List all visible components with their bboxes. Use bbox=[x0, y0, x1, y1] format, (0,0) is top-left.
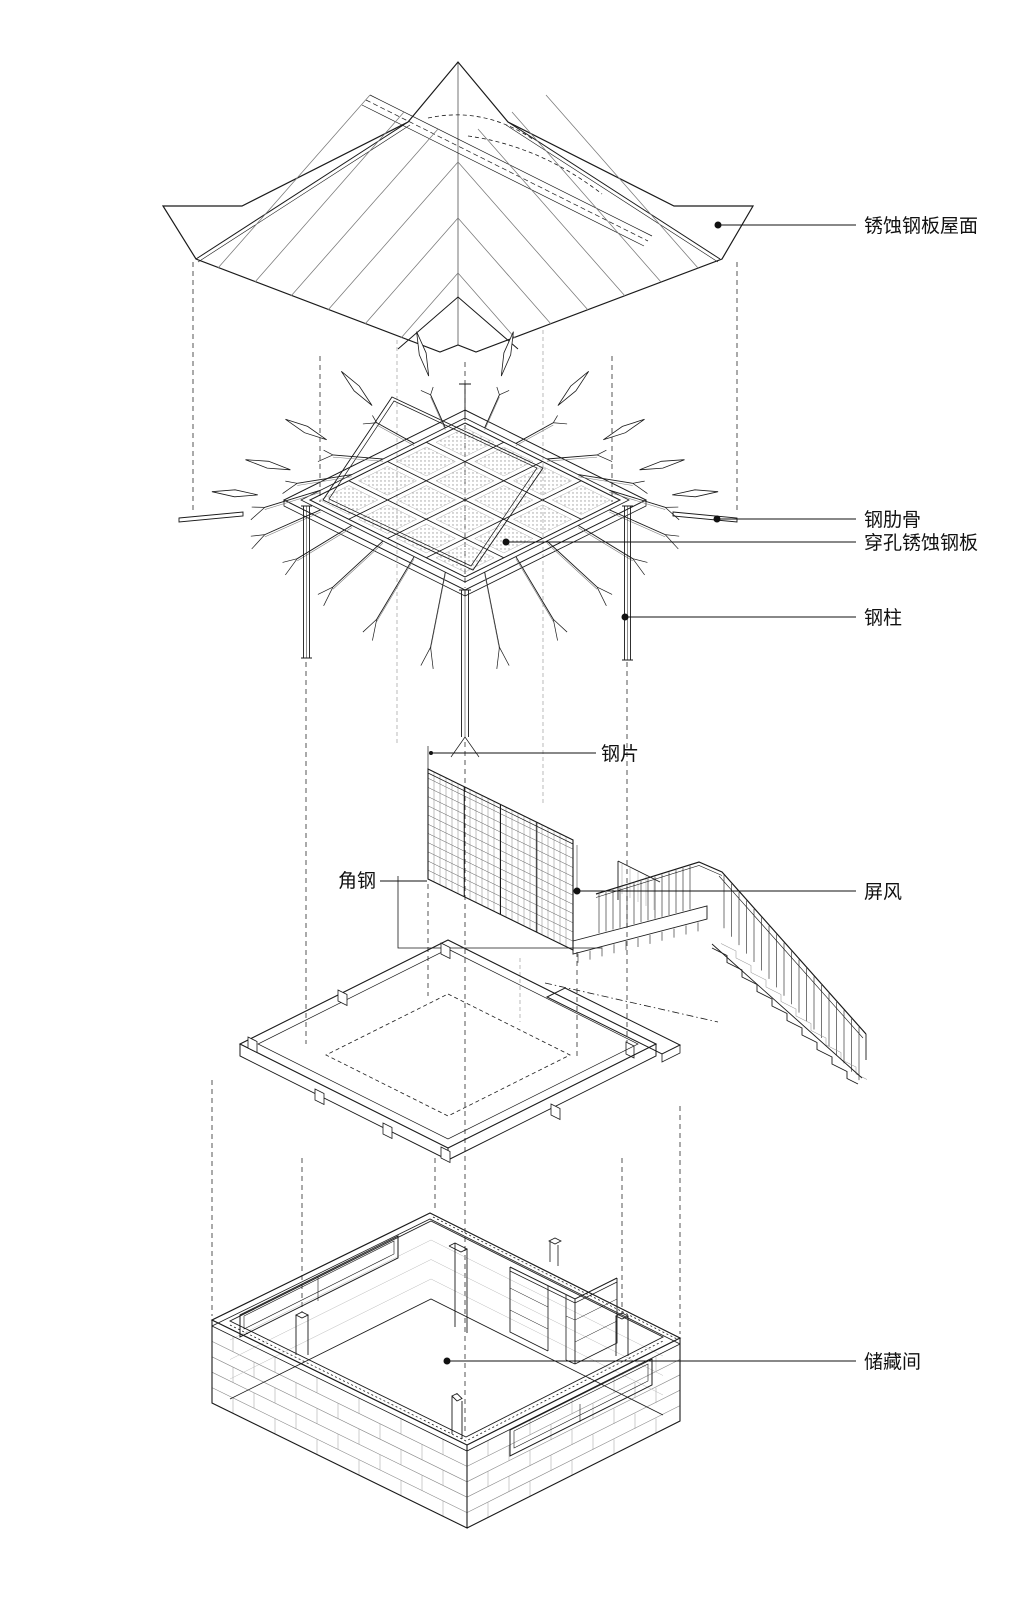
callouts: 锈蚀钢板屋面 钢肋骨 穿孔锈蚀钢板 钢柱 钢片 角钢 屏风 储藏间 bbox=[338, 215, 978, 1373]
platform-cleats bbox=[247, 942, 561, 1164]
steel-frame-layer bbox=[178, 331, 738, 758]
leader-roof-plate bbox=[714, 221, 856, 229]
mesh-grid-lines bbox=[427, 769, 574, 951]
eave-blade-right bbox=[672, 511, 738, 523]
wall-posts bbox=[294, 1311, 630, 1439]
deck-grid bbox=[348, 441, 582, 559]
leader-steel-column bbox=[621, 613, 856, 621]
interior-window bbox=[239, 1235, 399, 1338]
storage-room-box bbox=[210, 1212, 682, 1529]
leader-screen bbox=[573, 887, 856, 895]
eave-blade-left bbox=[178, 511, 244, 523]
leader-storage-room bbox=[443, 1357, 856, 1365]
leader-steel-sheet bbox=[429, 751, 596, 755]
label-angle-steel: 角钢 bbox=[338, 870, 376, 892]
platform-stair-arm bbox=[545, 987, 682, 1063]
interior-partitions bbox=[448, 1237, 618, 1365]
label-steel-column: 钢柱 bbox=[864, 607, 902, 629]
label-roof-plate: 锈蚀钢板屋面 bbox=[864, 215, 978, 237]
angle-steel-frame bbox=[397, 876, 602, 949]
roof-layer bbox=[161, 61, 755, 353]
floor-platform bbox=[238, 939, 719, 1164]
stair-slats-and-steps bbox=[577, 864, 868, 1085]
label-perforated-plate: 穿孔锈蚀钢板 bbox=[864, 532, 978, 554]
steel-columns bbox=[301, 383, 633, 758]
exterior-window bbox=[509, 1358, 653, 1457]
label-storage-room: 储藏间 bbox=[864, 1351, 921, 1373]
staircase bbox=[572, 860, 868, 1085]
label-steel-sheet: 钢片 bbox=[601, 743, 639, 765]
label-steel-rib: 钢肋骨 bbox=[864, 509, 921, 531]
steel-ribs bbox=[211, 331, 719, 670]
roof-seam-lines bbox=[217, 94, 699, 339]
mesh-screen-panel bbox=[397, 746, 602, 951]
leader-perforated-plate bbox=[502, 538, 856, 546]
leader-steel-rib bbox=[713, 515, 856, 523]
label-screen: 屏风 bbox=[864, 882, 902, 903]
